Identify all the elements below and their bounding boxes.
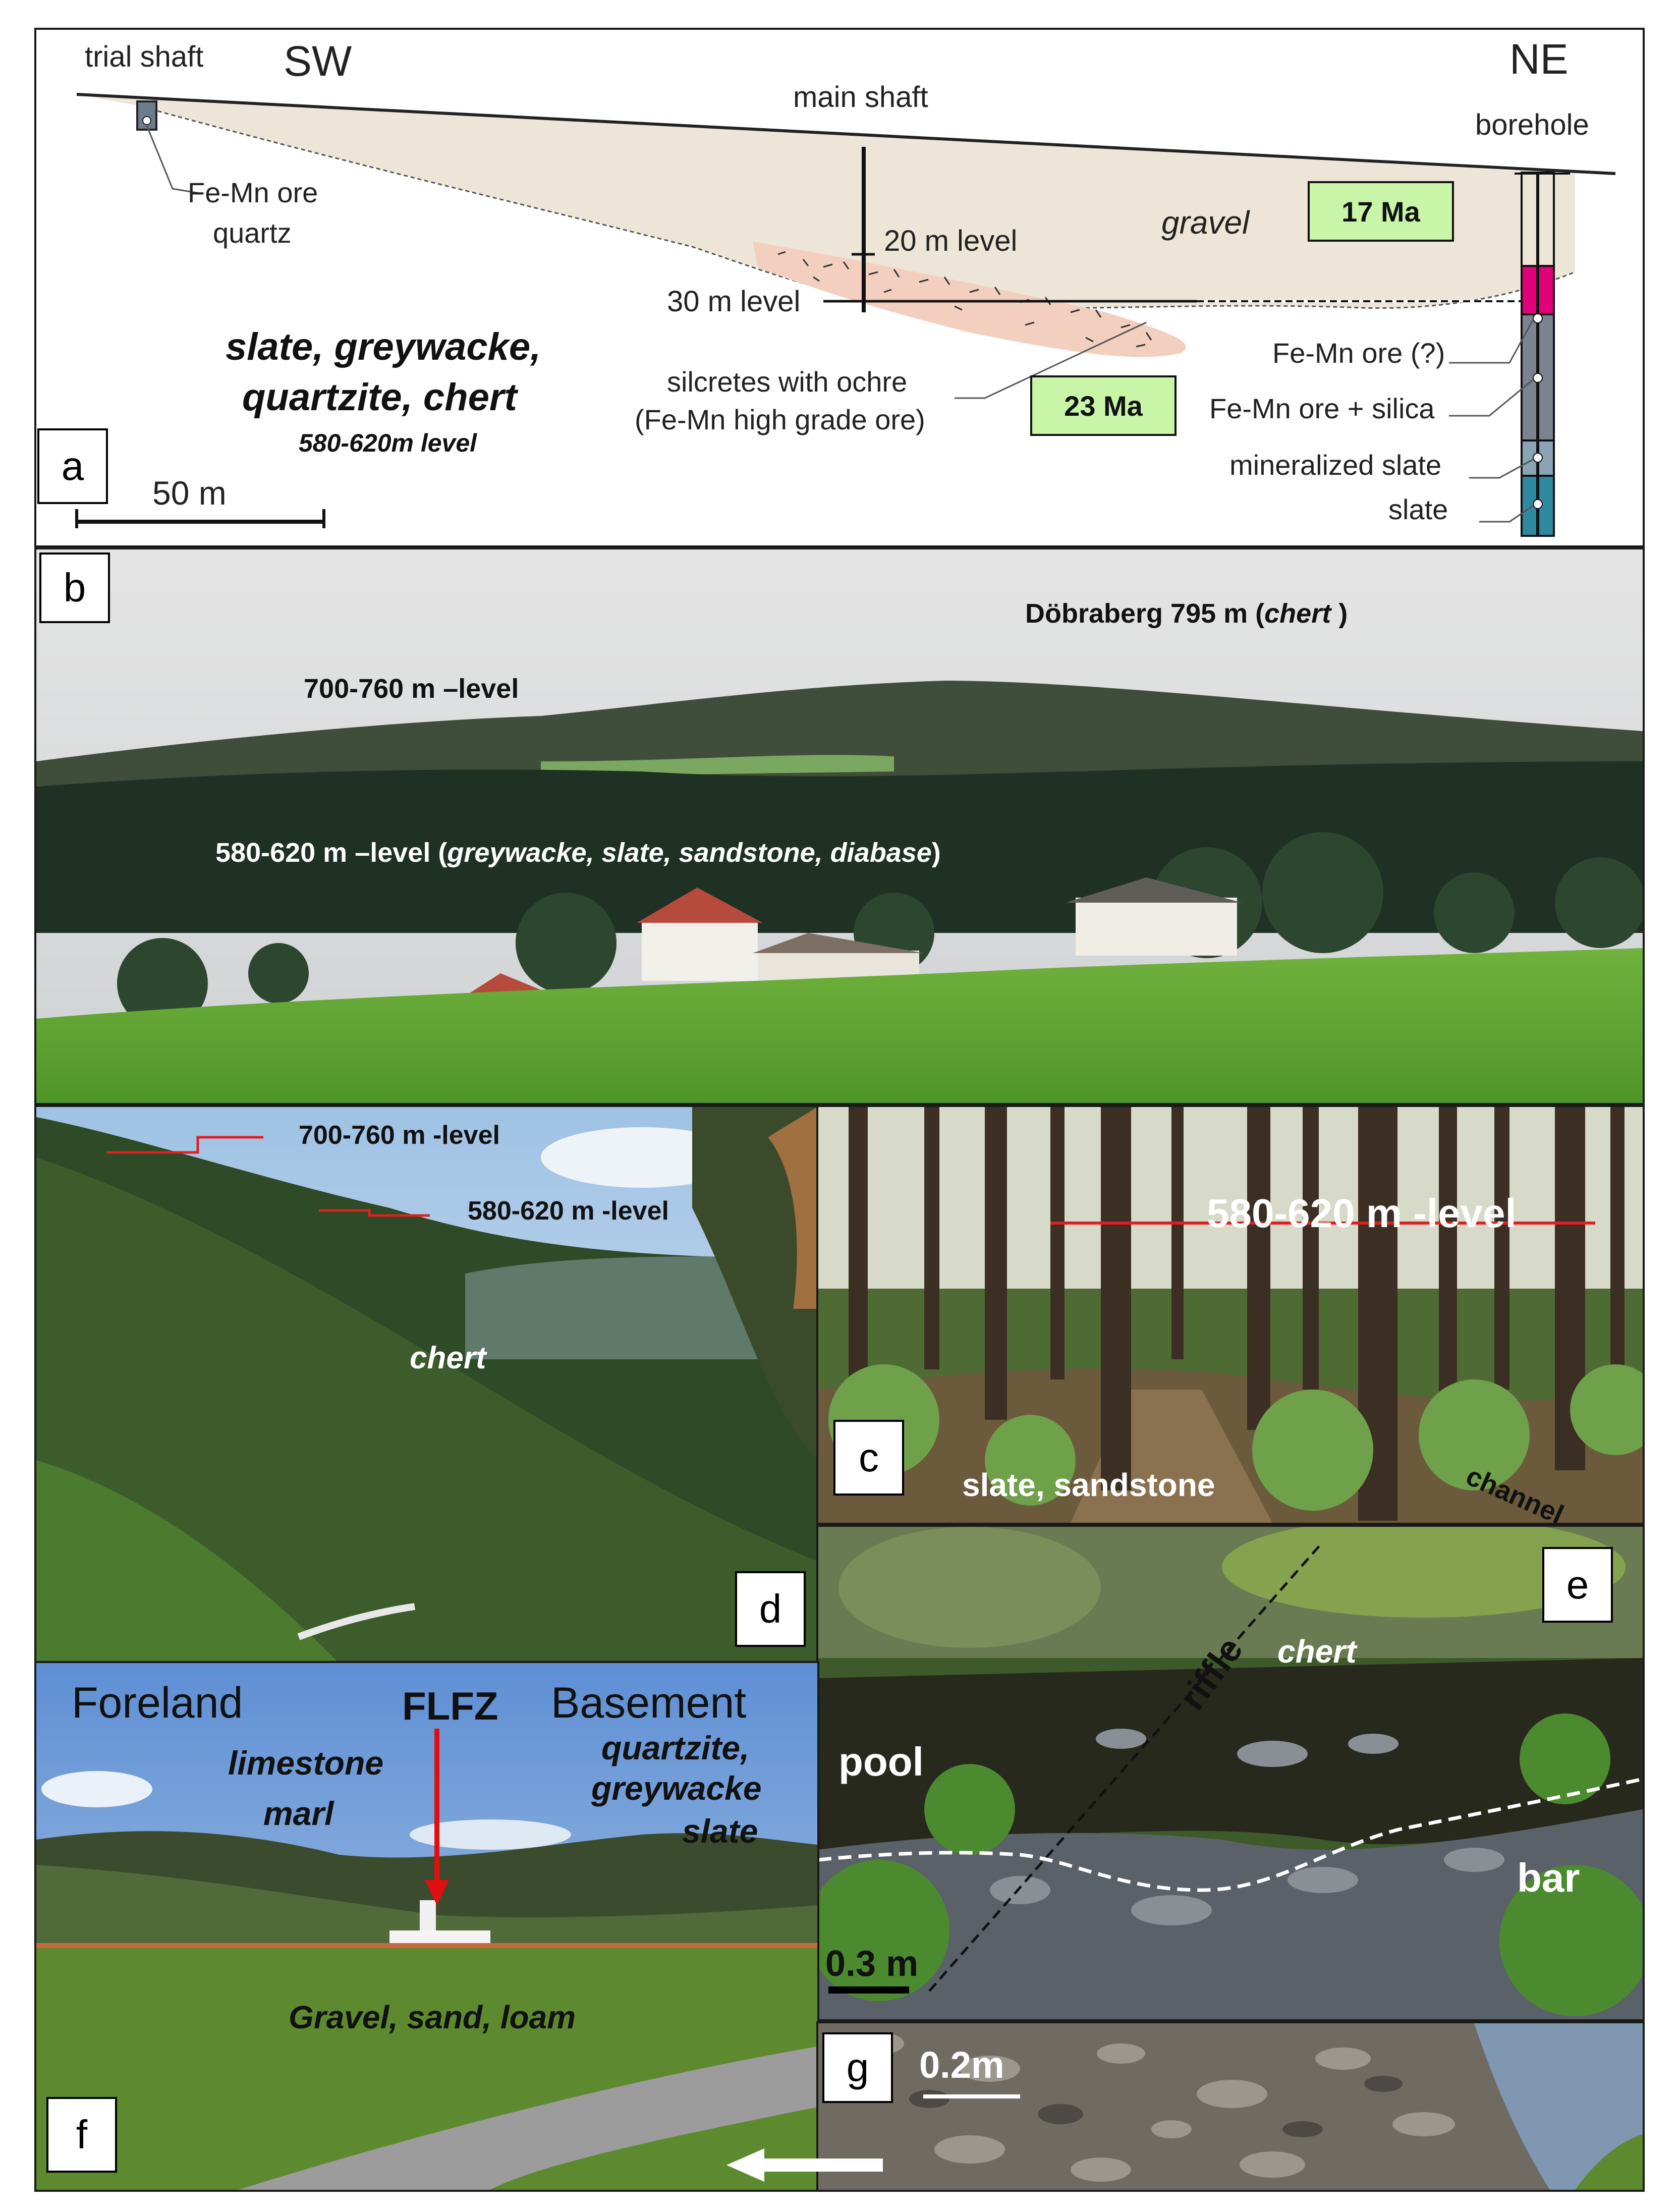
pool-bar-boundary xyxy=(818,1777,1643,1892)
level-700-marker xyxy=(107,1136,263,1154)
stream-photo xyxy=(818,1527,1643,2019)
dobraberg-prefix: Döbraberg 795 m ( xyxy=(1025,598,1265,629)
panel-c-forest-photo: 580-620 m -level slate, sandstone channe… xyxy=(816,1105,1645,1525)
age-17-text: 17 Ma xyxy=(1341,195,1420,228)
panel-f-foreland-photo: Foreland FLFZ Basement limestone marl qu… xyxy=(34,1661,819,2192)
level-580-620-label: 580-620 m -level xyxy=(468,1196,669,1226)
ground-label: Gravel, sand, loam xyxy=(289,1999,576,2035)
borehole-label: borehole xyxy=(1475,108,1589,141)
trial-shaft-label: trial shaft xyxy=(85,40,204,73)
panel-e-stream-photo: riffle chert pool bar 0.3 m e xyxy=(816,1525,1645,2021)
ground-surface-line xyxy=(76,93,1616,175)
borehole-mineralized-slate: mineralized slate xyxy=(1229,449,1442,481)
panel-f-letter: f xyxy=(46,2097,117,2173)
panel-a-cross-section: trial shaft SW NE main shaft borehole Fe… xyxy=(34,28,1645,547)
rock-types-line1: slate, greywacke, xyxy=(226,325,541,368)
ne-label: NE xyxy=(1509,35,1569,83)
rock-level-label: 580-620m level xyxy=(299,429,477,457)
landscape-photo xyxy=(36,549,1643,1103)
fe-mn-ore-label: Fe-Mn ore xyxy=(188,177,318,208)
silcretes-label-1: silcretes with ochre xyxy=(667,366,908,398)
panel-c-letter: c xyxy=(833,1420,904,1496)
foreland-label: Foreland xyxy=(72,1679,243,1727)
pool-label: pool xyxy=(838,1739,924,1784)
level-580-marker xyxy=(319,1209,430,1217)
chert-label: chert xyxy=(1277,1633,1357,1670)
level-700-760-label: 700-760 m -level xyxy=(299,1121,500,1150)
scale-label-g: 0.2m xyxy=(919,2044,1004,2086)
silcretes-label-2: (Fe-Mn high grade ore) xyxy=(635,404,925,435)
foreland-rock-2: marl xyxy=(263,1795,334,1832)
forest-photo xyxy=(818,1107,1643,1523)
level-30-label: 30 m level xyxy=(667,285,801,318)
flfz-arrow-head xyxy=(425,1880,449,1905)
dobraberg-label: Döbraberg 795 m (chert ) xyxy=(1025,598,1348,629)
foreland-rock-1: limestone xyxy=(228,1744,384,1782)
panel-d-letter: d xyxy=(735,1571,806,1647)
basement-rock-1: quartzite, xyxy=(601,1729,750,1766)
valley-photo xyxy=(36,1107,817,1663)
flfz-label: FLFZ xyxy=(402,1684,498,1728)
basement-label: Basement xyxy=(551,1679,747,1727)
sw-label: SW xyxy=(284,37,352,85)
level-580-620-label: 580-620 m -level xyxy=(1207,1191,1517,1236)
scale-label: 50 m xyxy=(152,474,227,512)
panel-e-letter: e xyxy=(1542,1547,1613,1623)
level-20-label: 20 m level xyxy=(884,225,1018,257)
panel-g-gravel-photo: 0.2m g xyxy=(816,2021,1645,2192)
scale-label-e: 0.3 m xyxy=(825,1944,919,1984)
level-580-rocks: greywacke, slate, sandstone, diabase xyxy=(447,838,932,868)
level-700-760-label: 700-760 m –level xyxy=(304,674,519,704)
age-box-17: 17 Ma xyxy=(1308,181,1454,242)
panel-b-landscape-photo: Döbraberg 795 m (chert ) 700-760 m –leve… xyxy=(34,547,1645,1105)
panel-a-letter: a xyxy=(37,428,108,504)
level-580-suffix: ) xyxy=(931,838,941,868)
trial-shaft xyxy=(136,100,157,131)
panel-g-letter: g xyxy=(822,2032,893,2103)
panel-b-letter: b xyxy=(39,552,110,623)
rocks-label: slate, sandstone xyxy=(962,1467,1215,1503)
borehole-fe-mn-uncertain: Fe-Mn ore (?) xyxy=(1272,337,1445,369)
gravel-photo xyxy=(818,2023,1643,2190)
age-23-text: 23 Ma xyxy=(1064,390,1143,422)
gravel-label: gravel xyxy=(1161,204,1250,241)
borehole-fe-mn-silica: Fe-Mn ore + silica xyxy=(1209,393,1435,424)
gravel-fill xyxy=(77,94,1575,309)
basement-rock-2: greywacke xyxy=(591,1769,762,1807)
riffle-line xyxy=(928,1541,1324,1992)
bar-label: bar xyxy=(1517,1855,1580,1900)
basement-rock-3: slate xyxy=(682,1812,758,1850)
foreland-photo xyxy=(36,1663,817,2190)
panel-d-valley-photo: 700-760 m -level 580-620 m -level chert … xyxy=(34,1105,819,1665)
silcrete-lens xyxy=(753,242,1186,357)
level-580-620-label: 580-620 m –level (greywacke, slate, sand… xyxy=(215,837,941,868)
quartz-label: quartz xyxy=(213,217,292,249)
main-shaft-label: main shaft xyxy=(793,81,928,114)
rock-types-line2: quartzite, chert xyxy=(242,376,517,419)
age-box-23: 23 Ma xyxy=(1030,375,1177,436)
level-580-prefix: 580-620 m –level ( xyxy=(215,838,447,868)
dobraberg-suffix: ) xyxy=(1331,598,1348,629)
arrow-left-icon xyxy=(726,2148,883,2182)
chert-label: chert xyxy=(410,1341,486,1375)
borehole-slate: slate xyxy=(1388,493,1448,525)
dobraberg-rock: chert xyxy=(1264,598,1331,629)
cross-section-drawing xyxy=(75,93,1616,537)
